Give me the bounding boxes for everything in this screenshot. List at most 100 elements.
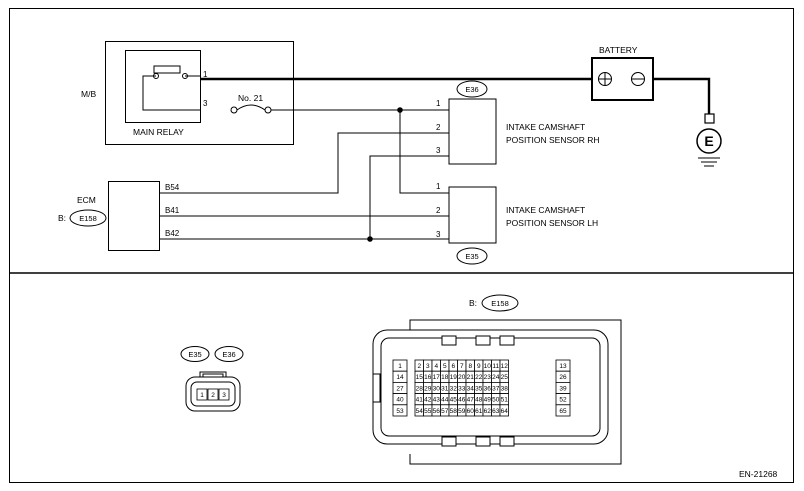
ecm-face-pin-41: 41 — [416, 397, 424, 404]
ecm-face-pin-32: 32 — [450, 385, 458, 392]
sensor-face-pin-1-box — [196, 388, 208, 401]
ecm-face-pin-64-box — [499, 404, 509, 417]
mb-label: M/B — [81, 89, 96, 99]
sensor-rh-pin-2: 2 — [436, 123, 441, 132]
ecm-face-pin-63: 63 — [492, 408, 500, 415]
ecm-face-pin-54: 54 — [416, 408, 424, 415]
ecm-face-pin-51: 51 — [501, 397, 509, 404]
fuse-terminal-left — [230, 106, 238, 114]
ecm-face-pin-31: 31 — [441, 385, 449, 392]
ecm-face-pin-25: 25 — [501, 374, 509, 381]
diagram-frame — [9, 8, 794, 483]
ecm-face-pin-18: 18 — [441, 374, 449, 381]
ecm-face-pin-60: 60 — [467, 408, 475, 415]
ecm-face-pin-23: 23 — [484, 374, 492, 381]
sensor-face-pin-2-box — [207, 388, 219, 401]
sensor-view-e36-code: E36 — [222, 350, 235, 359]
ecm-box — [108, 181, 160, 251]
main-relay-box — [125, 50, 201, 123]
ecm-face-pin-39: 39 — [559, 385, 567, 392]
ecm-connector-badge — [69, 209, 107, 227]
ecm-view-badge — [481, 294, 519, 312]
sensor-view-e35-code: E35 — [188, 350, 201, 359]
ecm-face-pin-6: 6 — [451, 363, 455, 370]
relay-pin-1: 1 — [203, 70, 208, 79]
ecm-face-pin-53-box — [392, 404, 408, 417]
sensor-lh-pin-3: 3 — [436, 230, 441, 239]
sensor-lh-connector-code: E35 — [465, 252, 478, 261]
sensor-lh-pin-2: 2 — [436, 206, 441, 215]
battery-label: BATTERY — [599, 45, 638, 55]
relay-coil — [153, 65, 181, 74]
ecm-face-pin-7: 7 — [460, 363, 464, 370]
ecm-face-pin-64: 64 — [501, 408, 509, 415]
ecm-face-pin-14: 14 — [396, 374, 404, 381]
ecm-face-pin-62: 62 — [484, 408, 492, 415]
ecm-face-pin-11: 11 — [492, 363, 499, 370]
ecm-face-pin-47: 47 — [467, 397, 475, 404]
sensor-rh-pin-1: 1 — [436, 99, 441, 108]
ecm-face-pin-46: 46 — [458, 397, 466, 404]
ecm-face-pin-26: 26 — [559, 374, 567, 381]
ecm-face-pin-28: 28 — [416, 385, 424, 392]
ecm-face-pin-10: 10 — [484, 363, 492, 370]
ecm-face-pin-4: 4 — [434, 363, 438, 370]
ecm-view-code: E158 — [491, 299, 509, 308]
ecm-face-pin-45: 45 — [450, 397, 458, 404]
ecm-face-pin-57: 57 — [441, 408, 449, 415]
ecm-face-pin-29: 29 — [424, 385, 432, 392]
ecm-face-pin-30: 30 — [433, 385, 441, 392]
ecm-face-pin-21: 21 — [467, 374, 475, 381]
ecm-face-pin-33: 33 — [458, 385, 466, 392]
sensor-rh-connector-badge — [456, 80, 488, 98]
sensor-face-pin-2: 2 — [211, 392, 215, 399]
fuse-terminal-right — [264, 106, 272, 114]
ecm-face-pin-34: 34 — [467, 385, 475, 392]
ecm-face-pin-20: 20 — [458, 374, 466, 381]
ecm-face-pin-9: 9 — [477, 363, 481, 370]
fuse-label: No. 21 — [238, 93, 263, 103]
sensor-rh-label-line2: POSITION SENSOR RH — [506, 135, 600, 145]
sensor-view-e35-badge — [180, 346, 210, 362]
ecm-pin-b41: B41 — [165, 206, 180, 215]
ecm-face-pin-27: 27 — [396, 385, 404, 392]
ecm-view-prefix: B: — [469, 298, 477, 308]
relay-internal-wire — [142, 75, 200, 111]
ground-label: E — [704, 133, 713, 149]
ecm-face-pin-22: 22 — [475, 374, 483, 381]
ecm-face-pin-58: 58 — [450, 408, 458, 415]
ecm-face-pin-35: 35 — [475, 385, 483, 392]
ecm-face-pin-1: 1 — [398, 363, 402, 370]
sensor-face-pin-3-box — [218, 388, 230, 401]
ecm-face-pin-24: 24 — [492, 374, 500, 381]
figure-id: EN-21268 — [739, 469, 778, 479]
sensor-lh-connector-badge — [456, 247, 488, 265]
ecm-face-pin-65: 65 — [559, 408, 567, 415]
sensor-lh-label-line2: POSITION SENSOR LH — [506, 218, 598, 228]
relay-pin-3: 3 — [203, 99, 208, 108]
fuse-symbol — [236, 104, 266, 111]
sensor-lh-box — [448, 186, 497, 244]
sensor-rh-connector-code: E36 — [465, 85, 478, 94]
sensor-rh-box — [448, 98, 497, 165]
mb-box — [105, 41, 294, 145]
splice-point-ground — [367, 236, 373, 242]
ecm-face-pin-37: 37 — [492, 385, 500, 392]
ecm-face-pin-19: 19 — [450, 374, 458, 381]
sensor-rh-pin-3: 3 — [436, 146, 441, 155]
ecm-face-pin-59: 59 — [458, 408, 466, 415]
ecm-connector-face — [372, 319, 622, 465]
ecm-face-pin-55: 55 — [424, 408, 432, 415]
sensor-connector-face — [185, 371, 241, 412]
ecm-face-pin-53: 53 — [396, 408, 404, 415]
ecm-face-pin-56: 56 — [433, 408, 441, 415]
ecm-face-pin-40: 40 — [396, 397, 404, 404]
ground-terminal — [704, 113, 715, 124]
sensor-view-e36-badge — [214, 346, 244, 362]
sensor-face-pin-1: 1 — [200, 392, 204, 399]
ecm-face-pin-16: 16 — [424, 374, 432, 381]
ecm-face-pin-48: 48 — [475, 397, 483, 404]
